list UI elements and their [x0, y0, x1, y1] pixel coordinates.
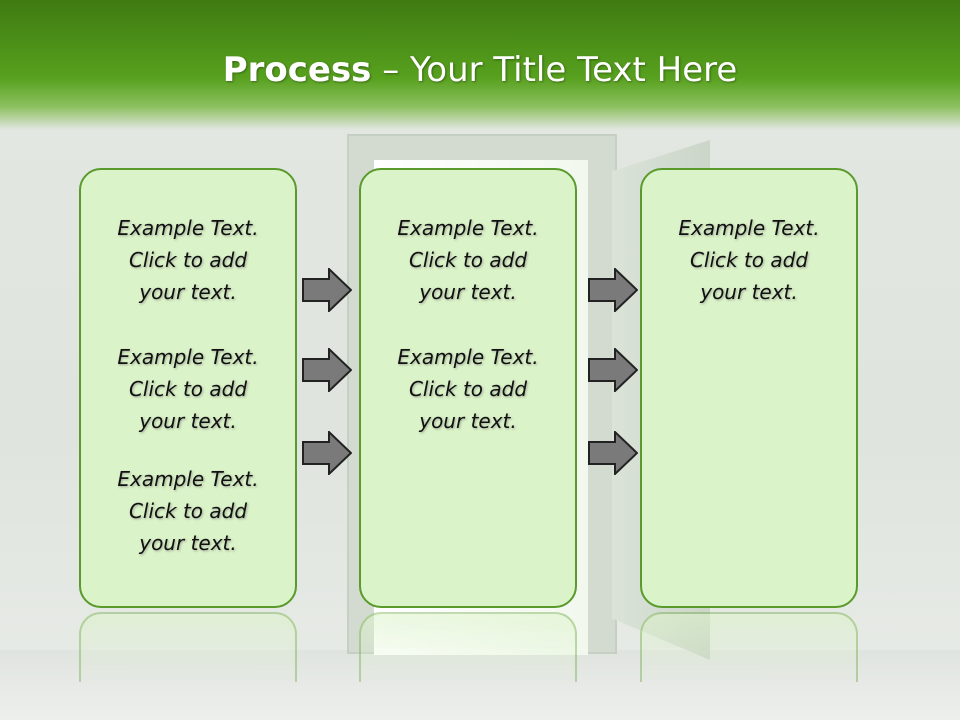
- text-line: Click to add: [689, 248, 809, 272]
- right-arrow-icon[interactable]: [302, 268, 352, 312]
- process-box-3[interactable]: Example Text. Click to add your text.: [640, 168, 858, 608]
- box-reflection: [640, 612, 858, 682]
- text-line: Click to add: [128, 377, 248, 401]
- process-box-1[interactable]: Example Text. Click to add your text. Ex…: [79, 168, 297, 608]
- text-line: your text.: [419, 280, 517, 304]
- text-line: your text.: [419, 409, 517, 433]
- text-line: Click to add: [408, 248, 528, 272]
- text-block[interactable]: Example Text. Click to add your text.: [81, 341, 295, 437]
- text-block[interactable]: Example Text. Click to add your text.: [642, 212, 856, 308]
- text-line: Example Text.: [117, 345, 259, 369]
- right-arrow-icon[interactable]: [588, 348, 638, 392]
- text-line: Click to add: [128, 499, 248, 523]
- title-banner: [0, 0, 960, 130]
- text-line: Example Text.: [397, 216, 539, 240]
- right-arrow-icon[interactable]: [302, 348, 352, 392]
- title-bold: Process: [222, 50, 372, 90]
- text-block[interactable]: Example Text. Click to add your text.: [81, 212, 295, 308]
- text-line: Example Text.: [117, 216, 259, 240]
- text-line: your text.: [700, 280, 798, 304]
- text-line: Click to add: [408, 377, 528, 401]
- box-reflection: [359, 612, 577, 682]
- text-line: Example Text.: [117, 467, 259, 491]
- right-arrow-icon[interactable]: [588, 268, 638, 312]
- text-line: Example Text.: [397, 345, 539, 369]
- right-arrow-icon[interactable]: [588, 431, 638, 475]
- text-block[interactable]: Example Text. Click to add your text.: [361, 341, 575, 437]
- right-arrow-icon[interactable]: [302, 431, 352, 475]
- box-reflection: [79, 612, 297, 682]
- text-block[interactable]: Example Text. Click to add your text.: [81, 463, 295, 559]
- text-line: your text.: [139, 531, 237, 555]
- text-line: Example Text.: [678, 216, 820, 240]
- text-line: your text.: [139, 409, 237, 433]
- text-line: your text.: [139, 280, 237, 304]
- process-box-2[interactable]: Example Text. Click to add your text. Ex…: [359, 168, 577, 608]
- text-block[interactable]: Example Text. Click to add your text.: [361, 212, 575, 308]
- text-line: Click to add: [128, 248, 248, 272]
- slide-title[interactable]: Process – Your Title Text Here: [0, 50, 960, 90]
- title-rest: – Your Title Text Here: [382, 50, 738, 90]
